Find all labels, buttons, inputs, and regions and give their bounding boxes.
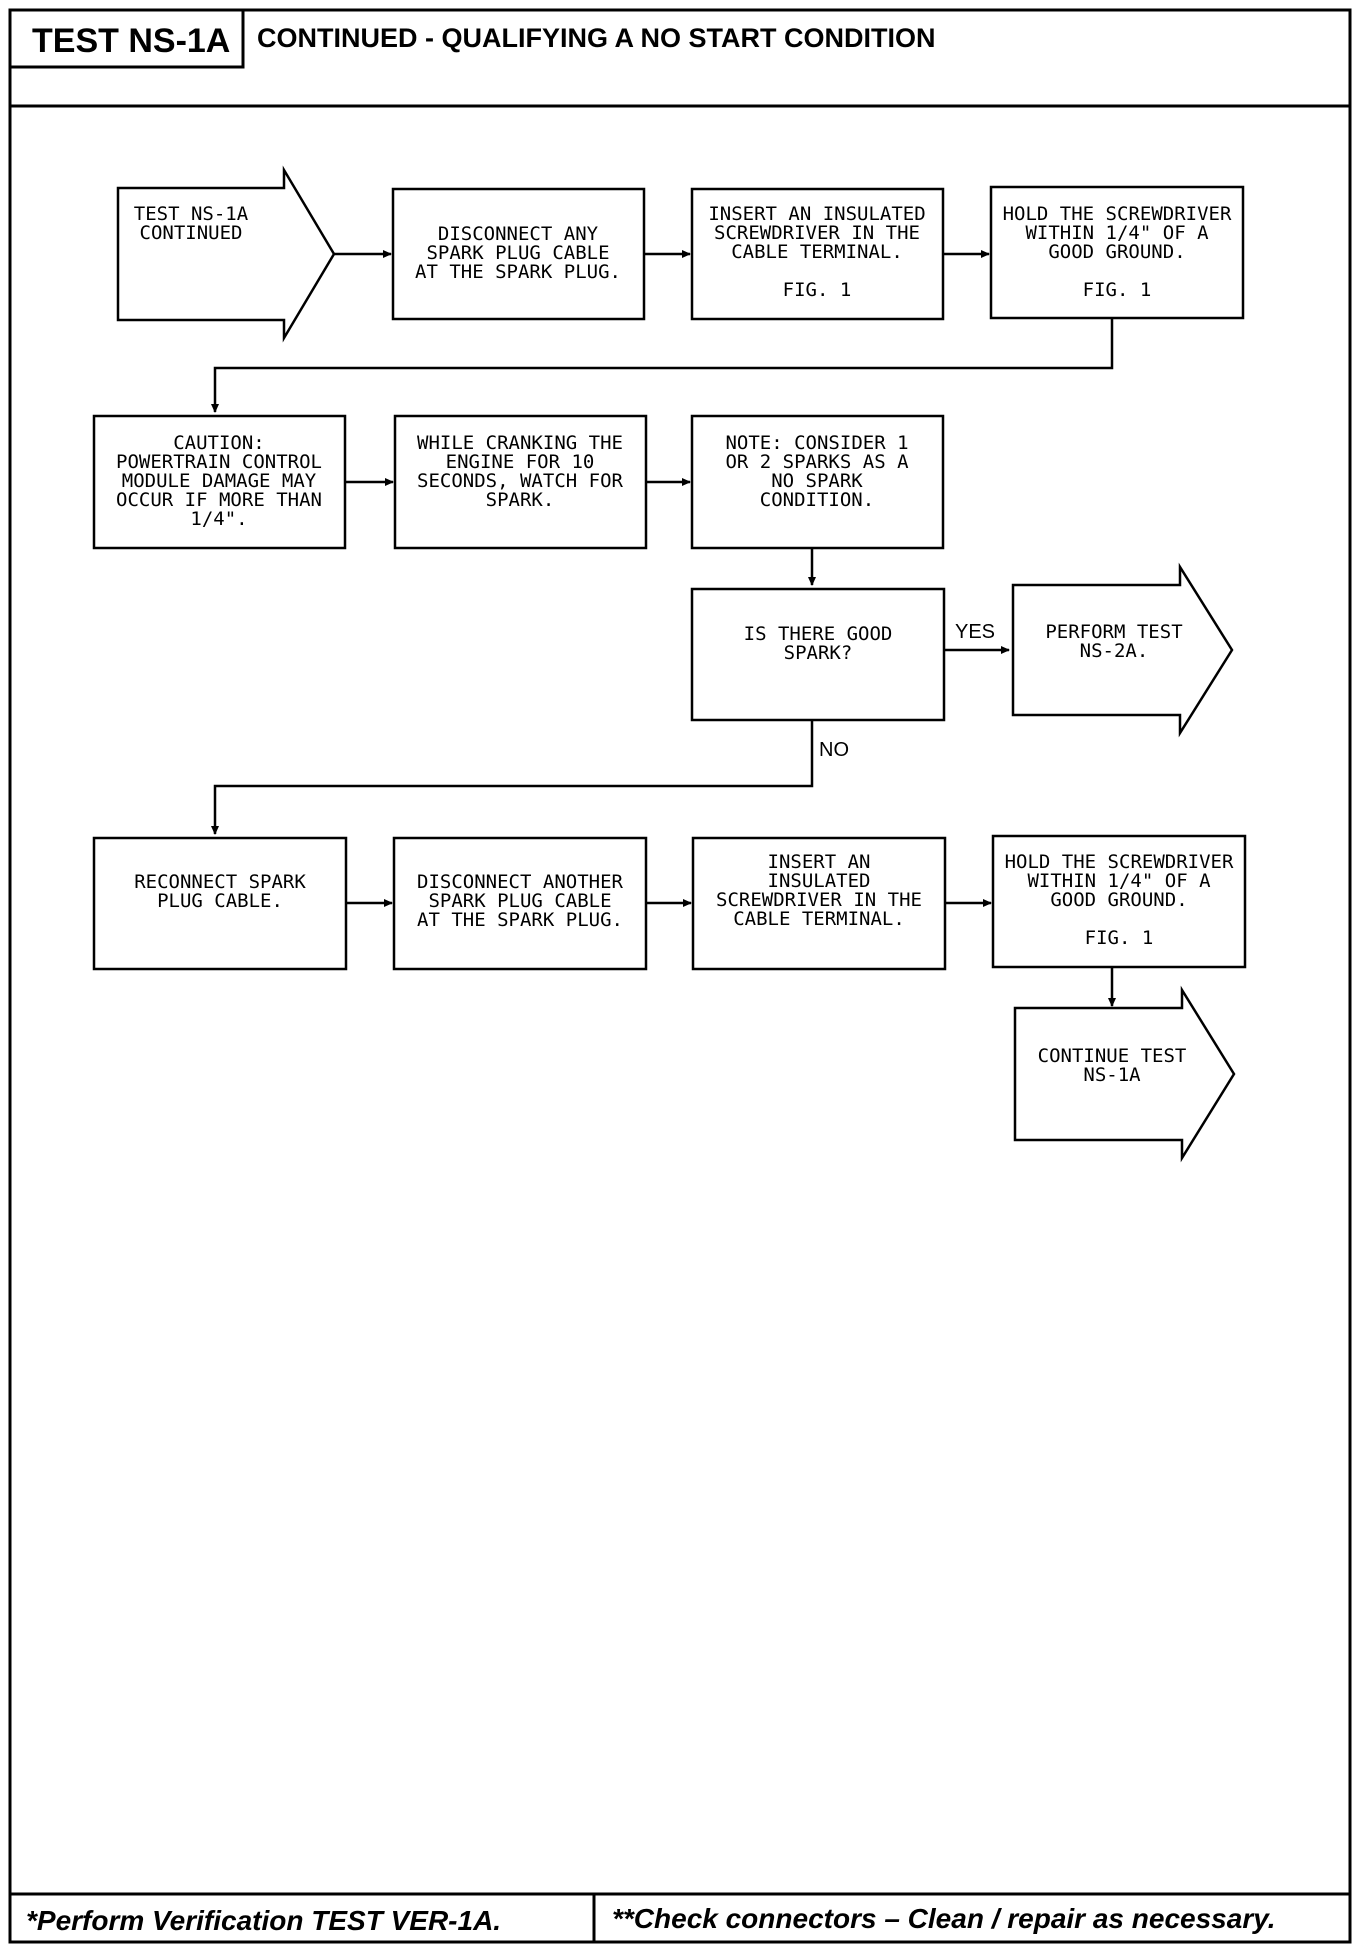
step-disconnect-another-box bbox=[392, 836, 648, 971]
page-title: CONTINUED - QUALIFYING A NO START CONDIT… bbox=[257, 23, 935, 53]
connector bbox=[211, 318, 1114, 413]
text-line: RECONNECT SPARK bbox=[134, 871, 306, 893]
text-line: HOLD THE SCREWDRIVER bbox=[1003, 203, 1232, 225]
text-line: CONDITION. bbox=[760, 489, 874, 511]
step-disconnect-box bbox=[391, 187, 646, 321]
text-line: GOOD GROUND. bbox=[1050, 889, 1187, 911]
text-line: PERFORM TEST bbox=[1045, 621, 1182, 643]
text-line: 1/4". bbox=[190, 508, 247, 530]
continue-arrow-shape bbox=[1013, 985, 1236, 1163]
text-line: MODULE DAMAGE MAY bbox=[122, 470, 317, 492]
step-note-box bbox=[690, 414, 945, 550]
text-line: SPARK? bbox=[784, 642, 853, 664]
text-line: CONTINUE TEST bbox=[1038, 1045, 1187, 1067]
text-line: FIG. 1 bbox=[1083, 279, 1152, 301]
connector-no bbox=[211, 720, 814, 835]
text-line: AT THE SPARK PLUG. bbox=[415, 261, 621, 283]
decision-spark-box bbox=[690, 587, 946, 722]
step-hold2-box bbox=[991, 834, 1247, 969]
page-border bbox=[8, 8, 1352, 1944]
text-line: CONTINUED bbox=[140, 222, 243, 244]
text-line: OR 2 SPARKS AS A bbox=[725, 451, 909, 473]
text-line: TEST NS-1A bbox=[134, 203, 249, 225]
text-line: WITHIN 1/4" OF A bbox=[1027, 870, 1211, 892]
text-line: CABLE TERMINAL. bbox=[733, 908, 905, 930]
step-crank-box bbox=[393, 414, 648, 550]
text-line: HOLD THE SCREWDRIVER bbox=[1005, 851, 1234, 873]
text-line: IS THERE GOOD bbox=[744, 623, 893, 645]
text-line: INSULATED bbox=[768, 870, 871, 892]
text-line: WHILE CRANKING THE bbox=[417, 432, 623, 454]
text-line: DISCONNECT ANY bbox=[438, 223, 599, 245]
text-line: OCCUR IF MORE THAN bbox=[116, 489, 322, 511]
text-line: DISCONNECT ANOTHER bbox=[417, 871, 623, 893]
text-line: ENGINE FOR 10 bbox=[446, 451, 595, 473]
text-line: INSERT AN bbox=[768, 851, 871, 873]
text-line: SPARK. bbox=[486, 489, 555, 511]
text-line: FIG. 1 bbox=[1085, 927, 1154, 949]
text-line: NS-1A bbox=[1083, 1064, 1141, 1086]
test-id-box bbox=[8, 8, 245, 69]
text-line: NS-2A. bbox=[1080, 640, 1149, 662]
step-caution-box bbox=[92, 414, 347, 550]
text-line: CABLE TERMINAL. bbox=[731, 241, 903, 263]
footer-left-note: *Perform Verification TEST VER-1A. bbox=[26, 1905, 501, 1936]
text-line: POWERTRAIN CONTROL bbox=[116, 451, 322, 473]
text-line: SECONDS, WATCH FOR bbox=[417, 470, 623, 492]
text-line: SPARK PLUG CABLE bbox=[428, 890, 611, 912]
text-line: PLUG CABLE. bbox=[157, 890, 283, 912]
text-line: NO SPARK bbox=[771, 470, 863, 492]
text-line: WITHIN 1/4" OF A bbox=[1025, 222, 1209, 244]
text-line: CAUTION: bbox=[173, 432, 265, 454]
text-line: FIG. 1 bbox=[783, 279, 852, 301]
text-line: GOOD GROUND. bbox=[1048, 241, 1185, 263]
yes-label: YES bbox=[955, 621, 995, 643]
text-line: SPARK PLUG CABLE bbox=[426, 242, 609, 264]
step-reconnect-box bbox=[92, 836, 348, 971]
yes-arrow-shape bbox=[1011, 562, 1234, 738]
footer-right-note: **Check connectors – Clean / repair as n… bbox=[612, 1903, 1276, 1934]
text-line: NOTE: CONSIDER 1 bbox=[725, 432, 908, 454]
text-line: SCREWDRIVER IN THE bbox=[714, 222, 920, 244]
text-line: SCREWDRIVER IN THE bbox=[716, 889, 922, 911]
start-arrow-shape bbox=[116, 165, 336, 343]
test-id: TEST NS-1A bbox=[32, 22, 230, 60]
text-line: AT THE SPARK PLUG. bbox=[417, 909, 623, 931]
no-label: NO bbox=[819, 739, 849, 761]
text-line: INSERT AN INSULATED bbox=[708, 203, 925, 225]
step-insert2-box bbox=[691, 836, 947, 971]
step-insert-box bbox=[690, 187, 945, 321]
step-hold-box bbox=[989, 185, 1245, 320]
